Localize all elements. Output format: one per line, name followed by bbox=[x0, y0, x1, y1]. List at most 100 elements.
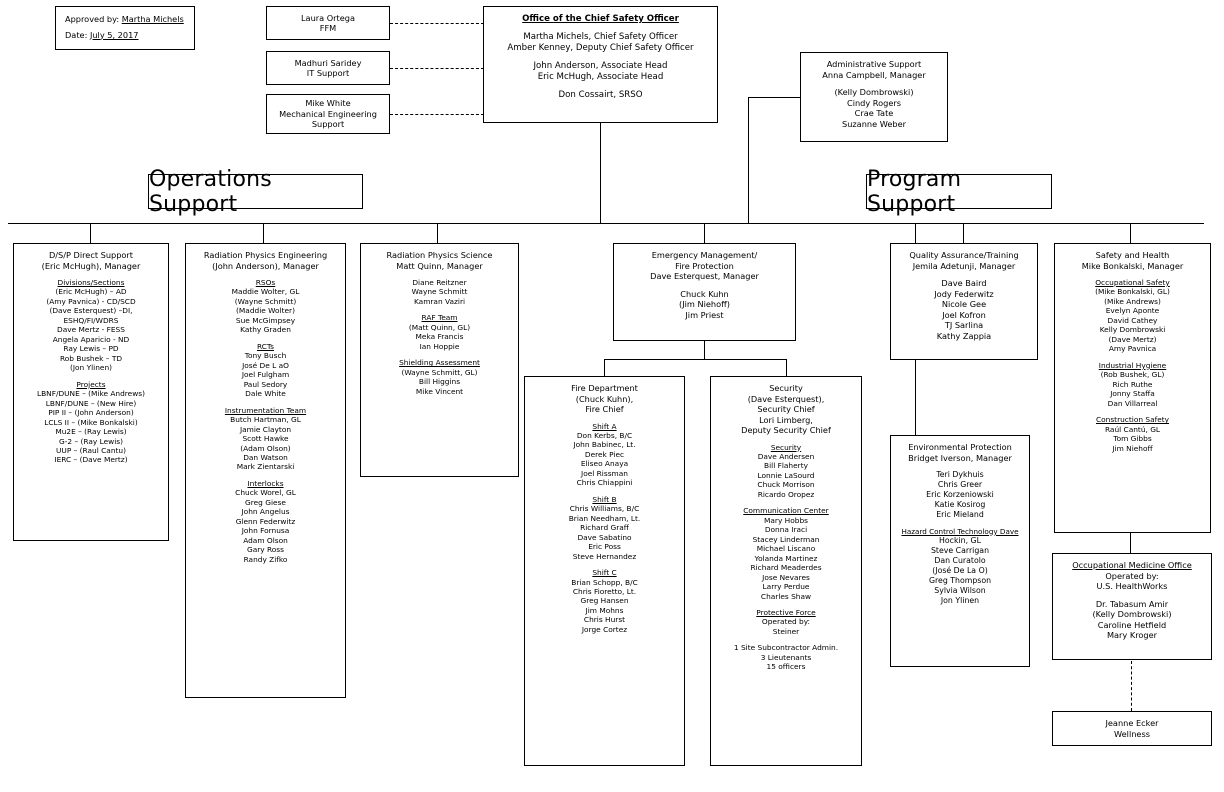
env-member: Jon Ylinen bbox=[940, 595, 980, 605]
dashed-connector-laura bbox=[390, 23, 484, 24]
env-member: Greg Thompson bbox=[928, 575, 992, 585]
occmed-member: Mary Kroger bbox=[1106, 630, 1158, 640]
fire-member: Greg Hansen bbox=[580, 596, 629, 606]
qat-member: Jody Federwitz bbox=[934, 288, 994, 299]
radiation-physics-engineering-box: Radiation Physics Engineering (John Ande… bbox=[185, 243, 346, 698]
emergency-management-box: Emergency Management/ Fire Protection Da… bbox=[613, 243, 796, 341]
support-name: Laura Ortega bbox=[300, 12, 356, 23]
wellness-role: Wellness bbox=[1114, 728, 1150, 739]
security-section-heading: Security bbox=[770, 442, 802, 452]
dsp-member: PIP II – (John Anderson) bbox=[48, 408, 134, 418]
rpe-member: Butch Hartman, GL bbox=[230, 415, 301, 425]
dsp-title: D/S/P Direct Support bbox=[48, 250, 134, 260]
dsp-member: Ray Lewis – PD bbox=[63, 344, 119, 354]
qat-member: Nicole Gee bbox=[941, 299, 987, 309]
security-member: Dave Andersen bbox=[757, 451, 815, 461]
security-footer-line: 3 Lieutenants bbox=[760, 652, 812, 662]
rpe-member: John Angelus bbox=[241, 507, 290, 517]
rpe-member: Paul Sedory bbox=[243, 379, 288, 389]
security-section-heading: Communication Center bbox=[743, 506, 829, 516]
security-box: Security (Dave Esterquest), Security Chi… bbox=[710, 376, 862, 766]
fire-member: Jorge Cortez bbox=[581, 624, 628, 634]
quality-assurance-training-box: Quality Assurance/Training Jemila Adetun… bbox=[890, 243, 1038, 360]
drop-fire-department bbox=[604, 359, 605, 376]
rpe-member: Adam Olson bbox=[243, 535, 288, 545]
fire-sub2: Fire Chief bbox=[585, 404, 624, 414]
fire-title: Fire Department bbox=[571, 383, 638, 393]
admin-member: Crae Tate bbox=[854, 108, 894, 118]
approved-by-name: Martha Michels bbox=[121, 14, 184, 24]
emergency-member: (Jim Niehoff) bbox=[679, 299, 730, 309]
qat-member: Dave Baird bbox=[941, 278, 987, 288]
safety-member: (Dave Mertz) bbox=[1108, 334, 1157, 344]
fire-member: Steve Hernandez bbox=[572, 551, 637, 561]
drop-safety bbox=[1130, 223, 1131, 244]
dsp-member: (Jon Ylinen) bbox=[69, 363, 113, 373]
rpe-member: (Adam Olson) bbox=[240, 443, 291, 453]
safety-section-heading: Occupational Safety bbox=[1095, 278, 1170, 287]
safety-manager: Mike Bonkalski, Manager bbox=[1081, 260, 1184, 271]
dashed-connector-wellness bbox=[1131, 661, 1132, 711]
fire-member: John Babinec, Lt. bbox=[573, 440, 636, 450]
wellness-name: Jeanne Ecker bbox=[1105, 718, 1159, 728]
safety-section-heading: Construction Safety bbox=[1095, 415, 1170, 425]
env-member: Dan Curatolo bbox=[934, 556, 986, 565]
rps-member: Meka Francis bbox=[415, 332, 464, 342]
rpe-member: Scott Hawke bbox=[242, 434, 289, 444]
emergency-title-line1: Emergency Management/ bbox=[651, 250, 758, 260]
rpe-member: Randy Zifko bbox=[243, 554, 288, 564]
fire-member: Chris Chiappini bbox=[576, 478, 633, 488]
safety-section-heading: Industrial Hygiene bbox=[1098, 360, 1167, 370]
admin-member: (Kelly Dombrowski) bbox=[834, 87, 914, 97]
rpe-member: Chuck Worel, GL bbox=[235, 488, 296, 498]
env-member: Eric Korzeniowski bbox=[926, 489, 994, 499]
emergency-member: Jim Priest bbox=[685, 309, 724, 320]
qat-manager: Jemila Adetunji, Manager bbox=[912, 260, 1016, 271]
rpe-member: Glenn Federwitz bbox=[235, 516, 296, 526]
rpe-member: Jamie Clayton bbox=[239, 424, 292, 434]
dsp-member: Angela Aparicio - ND bbox=[52, 334, 130, 344]
approval-box: Approved by: Martha Michels Date: July 5… bbox=[55, 6, 195, 50]
administrative-support-box: Administrative Support Anna Campbell, Ma… bbox=[800, 52, 948, 142]
support-role: FFM bbox=[319, 23, 337, 33]
security-sub1: (Dave Esterquest), bbox=[747, 393, 825, 404]
rps-member: Diane Reitzner bbox=[412, 278, 467, 287]
dsp-member: UUP – (Raul Cantu) bbox=[56, 445, 126, 455]
support-role: IT Support bbox=[306, 68, 350, 78]
office-line-5: Don Cossairt, SRSO bbox=[558, 90, 643, 100]
env-manager: Bridget Iverson, Manager bbox=[908, 452, 1012, 463]
dsp-member: LBNF/DUNE – (New Hire) bbox=[45, 398, 137, 408]
security-title: Security bbox=[769, 383, 803, 393]
support-name: Madhuri Saridey bbox=[294, 57, 362, 68]
fire-member: Jim Mohns bbox=[585, 605, 624, 615]
drop-qat bbox=[963, 223, 964, 244]
qat-member: TJ Sarlina bbox=[944, 320, 984, 330]
dsp-member: ESHQ/FI/WDRS bbox=[63, 315, 119, 325]
safety-member: (Mike Andrews) bbox=[1104, 296, 1161, 306]
emergency-split-bar bbox=[604, 359, 786, 360]
safety-member: Jim Niehoff bbox=[1112, 443, 1153, 453]
security-footer-line: 1 Site Subcontractor Admin. bbox=[733, 643, 839, 653]
env-member: Chris Greer bbox=[937, 479, 983, 489]
fire-member: Don Kerbs, B/C bbox=[576, 430, 633, 440]
fire-section-heading: Shift B bbox=[592, 494, 617, 504]
security-member: Donna Iraci bbox=[764, 525, 808, 535]
occmed-member: Caroline Hetfield bbox=[1097, 619, 1167, 630]
rps-member: (Wayne Schmitt, GL) bbox=[401, 367, 478, 377]
rps-member: Wayne Schmitt bbox=[411, 287, 468, 297]
rps-section-heading: RAF Team bbox=[421, 313, 458, 323]
radiation-physics-science-box: Radiation Physics Science Matt Quinn, Ma… bbox=[360, 243, 519, 477]
support-box-mike-white: Mike White Mechanical Engineering Suppor… bbox=[266, 94, 390, 134]
office-line-2: Amber Kenney, Deputy Chief Safety Office… bbox=[507, 43, 694, 53]
safety-member: Kelly Dombrowski bbox=[1099, 325, 1166, 335]
dsp-member: LCLS II – (Mike Bonkalski) bbox=[44, 417, 138, 427]
safety-member: Amy Pavnica bbox=[1108, 344, 1157, 354]
safety-member: Evelyn Aponte bbox=[1105, 306, 1160, 316]
fire-member: Eliseo Anaya bbox=[580, 459, 629, 469]
dsp-member: (Amy Pavnica) - CD/SCD bbox=[46, 296, 136, 306]
fire-section-heading: Shift C bbox=[592, 568, 617, 578]
emergency-member: Chuck Kuhn bbox=[680, 288, 729, 299]
env-member: Sylvia Wilson bbox=[934, 585, 986, 595]
occupational-medicine-office-box: Occupational Medicine Office Operated by… bbox=[1052, 553, 1212, 660]
